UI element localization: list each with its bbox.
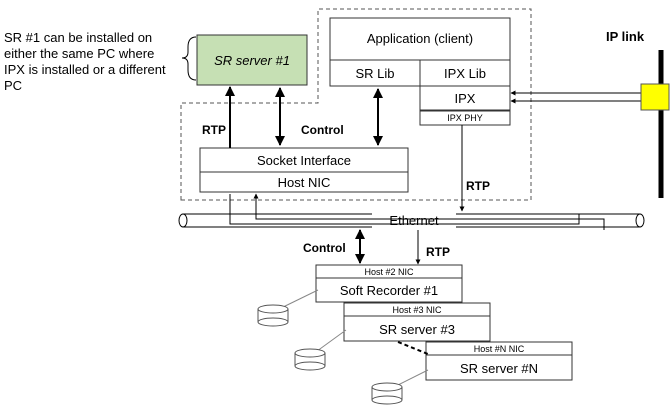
- ipx-phy-box: [419, 110, 511, 126]
- ip-link-label: IP link: [606, 29, 645, 44]
- ethernet-bus: Ethernet: [178, 212, 645, 229]
- ethernet-label: Ethernet: [389, 213, 439, 228]
- sr-server-3-node: Host #3 NIC SR server #3: [343, 302, 491, 342]
- application-label: Application (client): [367, 31, 473, 46]
- host-nic-label: Host NIC: [278, 175, 331, 190]
- sr-server-1-label: SR server #1: [214, 53, 290, 68]
- ipx-lib-label: IPX Lib: [444, 66, 486, 81]
- rtp-lower-label: RTP: [426, 245, 450, 259]
- application-box: [329, 17, 511, 61]
- sr-server-n-box: [425, 354, 573, 381]
- ethernet-pipe-right-end: [635, 213, 645, 228]
- soft-recorder-1-label: Soft Recorder #1: [340, 283, 438, 298]
- host3-nic-label: Host #3 NIC: [392, 305, 442, 315]
- host-nic-box: [199, 171, 409, 193]
- disk-icon-3: [371, 369, 429, 405]
- control-upper-label: Control: [301, 123, 344, 137]
- sr-server-3-label: SR server #3: [379, 322, 455, 337]
- host-pc-boundary: [180, 8, 532, 201]
- sr-server-1-box: [196, 34, 308, 86]
- socket-interface-label: Socket Interface: [257, 153, 351, 168]
- ipx-lib-box: [419, 59, 511, 87]
- sr-server-3-box: [343, 315, 491, 342]
- ipx-box: [419, 85, 511, 111]
- sr-server-n-label: SR server #N: [460, 361, 538, 376]
- disk-icon-2: [294, 329, 347, 371]
- ipx-phy-label: IPX PHY: [447, 113, 483, 123]
- ethernet-label-bg: [372, 212, 456, 229]
- control-lower-label: Control: [303, 241, 346, 255]
- sr-server-n-node: Host #N NIC SR server #N: [425, 341, 573, 381]
- socket-nic-stack: Socket Interface Host NIC: [199, 147, 409, 193]
- sr-server-1-node: SR server #1: [196, 34, 308, 86]
- soft-recorder-1-box: [315, 277, 463, 303]
- host2-nic-label: Host #2 NIC: [364, 267, 414, 277]
- ethernet-return-line: [229, 194, 580, 225]
- sr-lib-box: [329, 59, 421, 87]
- application-stack: Application (client) SR Lib IPX Lib IPX …: [329, 17, 511, 126]
- soft-recorder-1-node: Host #2 NIC Soft Recorder #1: [315, 264, 463, 303]
- sr-lib-label: SR Lib: [355, 66, 394, 81]
- rtp-right-label: RTP: [466, 179, 490, 193]
- rtp-left-label: RTP: [202, 123, 226, 137]
- ip-connector: [640, 83, 670, 111]
- ipx-label: IPX: [455, 91, 476, 106]
- socket-interface-box: [199, 147, 409, 173]
- disk-icon-1: [257, 289, 319, 327]
- install-note: SR #1 can be installed on either the sam…: [4, 30, 166, 93]
- ethernet-pipe-left-end: [178, 213, 188, 228]
- ethernet-to-host-nic: [253, 193, 605, 230]
- hostn-nic-label: Host #N NIC: [474, 344, 525, 354]
- note-brace: [181, 36, 197, 81]
- server-chain-dashed-link: [397, 341, 429, 355]
